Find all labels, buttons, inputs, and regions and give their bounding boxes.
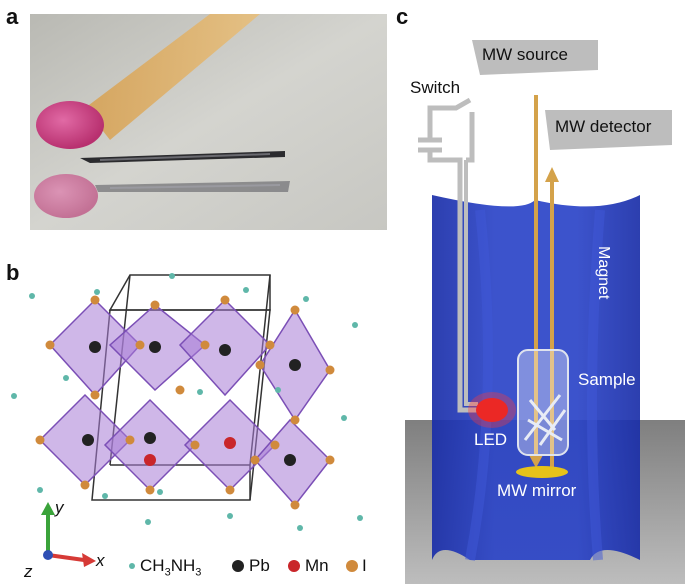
label-magnet: Magnet — [595, 246, 612, 300]
legend-mn: Mn — [305, 556, 329, 575]
label-mw-detector: MW detector — [555, 117, 652, 136]
iodine-atoms — [35, 295, 335, 510]
label-switch: Switch — [410, 78, 461, 97]
axis-y-label: y — [55, 498, 64, 517]
lead-atoms — [82, 341, 301, 466]
led — [476, 398, 508, 422]
manganese-atoms — [144, 437, 236, 466]
axis-triad — [41, 502, 96, 567]
legend-i: I — [362, 556, 367, 575]
axis-x-label: x — [96, 551, 105, 570]
mw-source-box — [472, 40, 598, 75]
label-sample: Sample — [578, 370, 636, 389]
mw-mirror — [516, 466, 568, 478]
label-mw-mirror: MW mirror — [497, 481, 577, 500]
panel-a-letter: a — [6, 4, 19, 29]
legend-marker-i — [346, 560, 358, 572]
panel-b-letter: b — [6, 260, 20, 285]
methylammonium-atoms — [11, 273, 363, 531]
legend-pb: Pb — [249, 556, 270, 575]
mw-detector-box — [545, 110, 672, 150]
axis-z-label: z — [24, 562, 33, 581]
legend-marker-pb — [232, 560, 244, 572]
legend-ch3nh3: CH3NH3 — [140, 556, 202, 579]
legend-marker-mn — [288, 560, 300, 572]
switch-wire — [418, 118, 478, 413]
legend-marker-ch3nh3 — [129, 563, 135, 569]
label-led: LED — [474, 430, 508, 449]
label-mw-source: MW source — [482, 45, 568, 64]
panel-c-letter: c — [396, 4, 409, 29]
